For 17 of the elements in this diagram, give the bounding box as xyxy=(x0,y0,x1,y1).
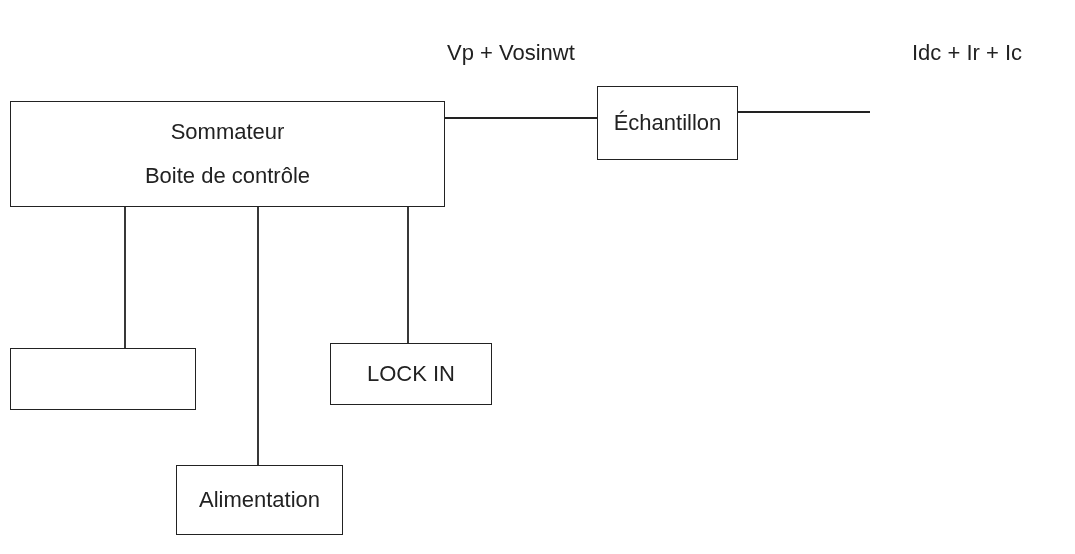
block-label: Sommateur xyxy=(170,118,285,146)
block-box xyxy=(597,86,738,160)
empty-box xyxy=(10,348,196,410)
connector-line xyxy=(124,206,126,349)
block-label: Échantillon xyxy=(613,109,722,137)
block-label: LOCK IN xyxy=(367,360,455,388)
block-box xyxy=(176,465,343,535)
block-box xyxy=(10,101,445,207)
signal-label: Vp + Vosinwt xyxy=(447,40,575,66)
connector-line xyxy=(407,206,409,344)
connector-line xyxy=(444,117,598,119)
block-box xyxy=(330,343,492,405)
signal-label: Idc + Ir + Ic xyxy=(912,40,1023,66)
block-label: Boite de contrôle xyxy=(144,162,311,190)
connector-line xyxy=(737,111,871,113)
connector-line xyxy=(257,206,259,466)
block-label: Alimentation xyxy=(198,486,321,514)
